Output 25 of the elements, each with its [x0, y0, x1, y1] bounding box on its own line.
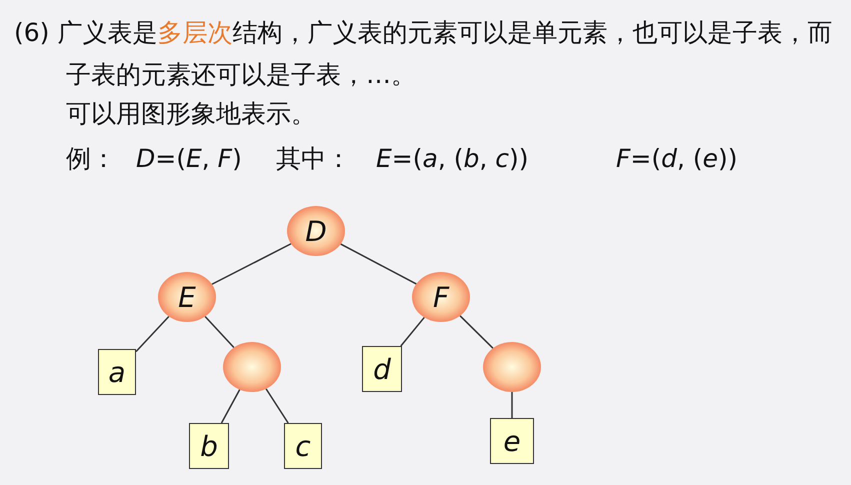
- connector-line: [265, 388, 289, 424]
- leaf-box: e: [490, 418, 534, 464]
- formula-text: D=(E, F): [136, 143, 242, 175]
- leaf-box: b: [189, 423, 229, 469]
- tree-node-ellipse: F: [412, 272, 470, 322]
- connector-line: [400, 316, 425, 346]
- formula-text: 其中：: [276, 143, 351, 175]
- tree-node-ellipse: D: [287, 206, 345, 256]
- formula-text: 例：: [66, 143, 116, 175]
- tree-node-ellipse: E: [158, 272, 216, 322]
- connector-line: [340, 243, 417, 285]
- leaf-box: d: [362, 346, 402, 392]
- connector-line: [204, 316, 234, 348]
- paragraph-text: (6) 广义表是多层次结构，广义表的元素可以是单元素，也可以是子表，而子表的元素还可以是子表，…。: [14, 17, 834, 91]
- tree-node-ellipse: [483, 342, 541, 392]
- formula-text: F=(d, (e)): [616, 143, 738, 175]
- connector-line: [460, 315, 494, 349]
- connector-line: [511, 392, 513, 418]
- formula-text: E=(a, (b, c)): [376, 143, 529, 175]
- connector-line: [220, 389, 240, 424]
- sentence-text: 可以用图形象地表示。: [66, 98, 316, 130]
- connector-line: [212, 243, 292, 285]
- leaf-box: c: [284, 423, 322, 469]
- leaf-box: a: [98, 349, 136, 395]
- connector-line: [135, 316, 170, 352]
